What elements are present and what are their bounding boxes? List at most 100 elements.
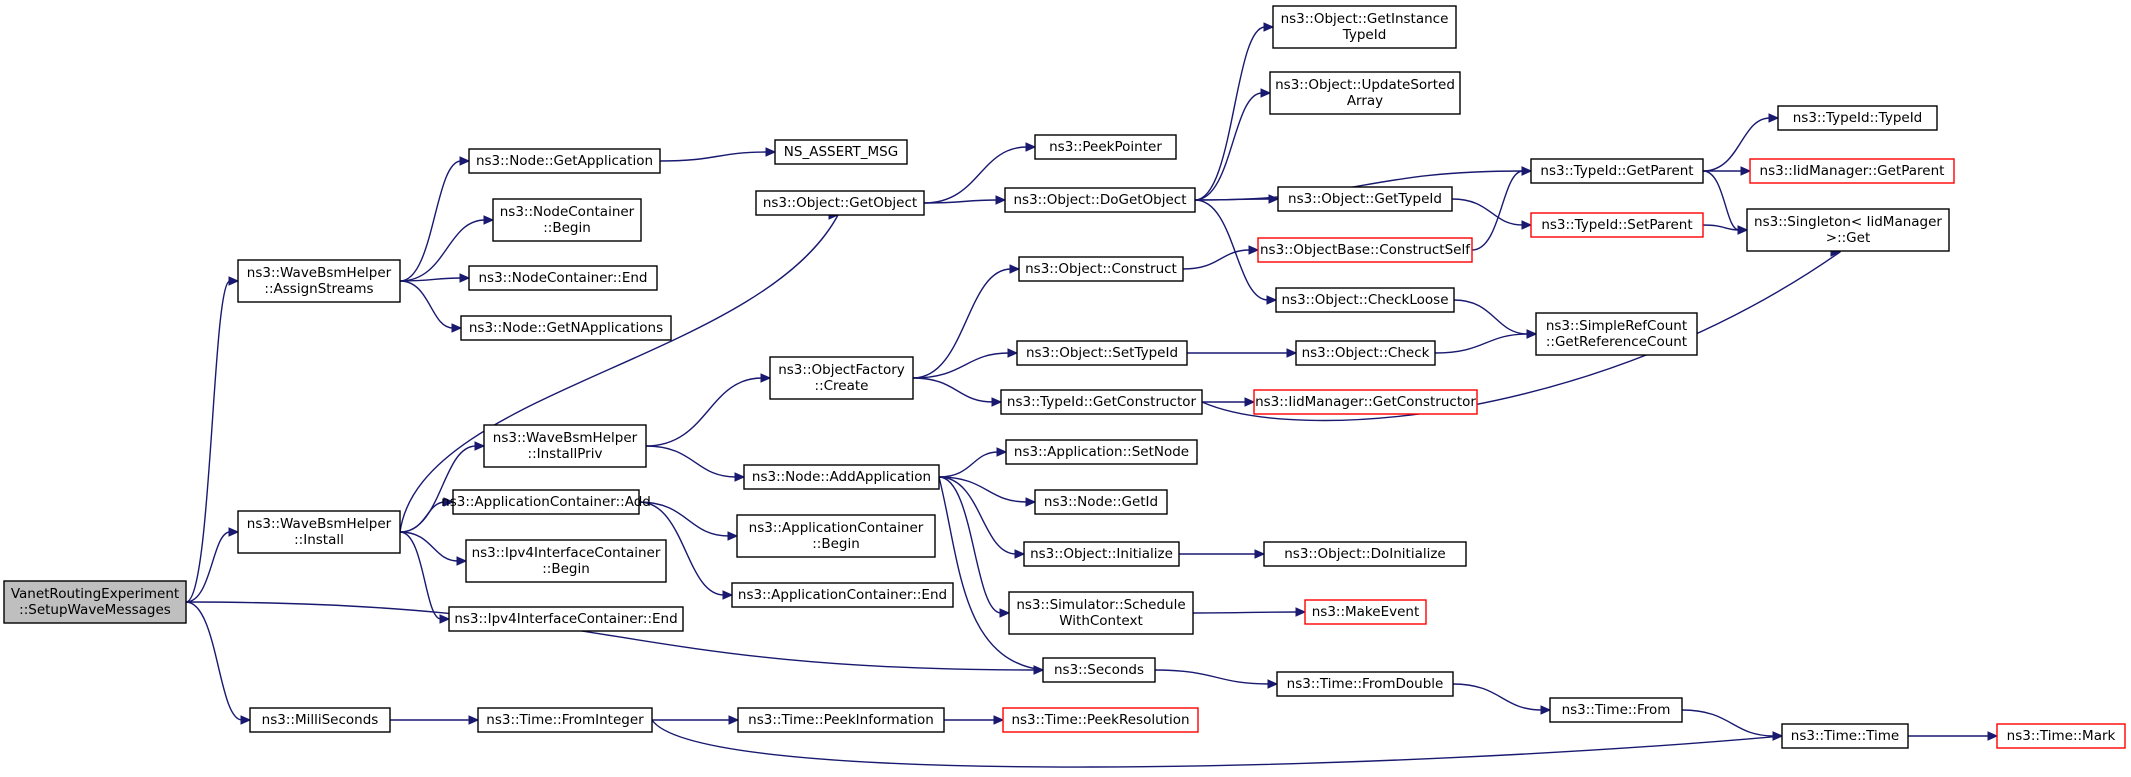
node-ns3-node-getapplication[interactable]: ns3::Node::GetApplication <box>468 148 661 174</box>
node-ns3-seconds[interactable]: ns3::Seconds <box>1042 657 1156 683</box>
node-ns3-object-dogetobject[interactable]: ns3::Object::DoGetObject <box>1004 187 1196 213</box>
node-ns3-object-initialize[interactable]: ns3::Object::Initialize <box>1023 541 1180 567</box>
node-ns3-node-getid[interactable]: ns3::Node::GetId <box>1034 489 1168 515</box>
edge-gettypeid-to-tidsetparent <box>1451 198 1524 226</box>
node-ns3-makeevent[interactable]: ns3::MakeEvent <box>1304 599 1427 625</box>
node-ns3-peekpointer[interactable]: ns3::PeekPointer <box>1034 134 1177 160</box>
node-box <box>1023 541 1180 567</box>
node-ns3-typeid-getconstructor[interactable]: ns3::TypeId::GetConstructor <box>1000 389 1203 415</box>
node-ns3-node-getnapplications[interactable]: ns3::Node::GetNApplications <box>460 315 672 341</box>
edge-install-to-installpriv <box>399 445 477 533</box>
node-label: ns3::Object::SetTypeId <box>1026 345 1178 361</box>
node-ns3-applicationcontainer-end[interactable]: ns3::ApplicationContainer::End <box>731 582 954 608</box>
node-ns3-objectfactory-create[interactable]: ns3::ObjectFactory::Create <box>769 356 914 400</box>
node-ns3-time-fromdouble[interactable]: ns3::Time::FromDouble <box>1276 671 1454 697</box>
arrowhead-icon <box>1737 225 1749 235</box>
node-label: ns3::Object::UpdateSorted <box>1275 77 1455 93</box>
node-ns3-typeid-typeid[interactable]: ns3::TypeId::TypeId <box>1777 105 1938 131</box>
edge-install-to-getobject <box>399 214 839 533</box>
node-box <box>1005 439 1198 465</box>
node-ns3-time-frominteger[interactable]: ns3::Time::FromInteger <box>477 707 653 733</box>
node-ns3-applicationcontainer-add[interactable]: ns3::ApplicationContainer::Add <box>441 489 651 515</box>
node-ns3-object-construct[interactable]: ns3::Object::Construct <box>1018 256 1184 282</box>
node-ns3-simplerefcount-getreferencecount[interactable]: ns3::SimpleRefCount::GetReferenceCount <box>1535 312 1698 356</box>
node-box <box>1530 158 1704 184</box>
arrowhead-icon <box>451 323 463 333</box>
node-ns3-object-settypeid[interactable]: ns3::Object::SetTypeId <box>1016 340 1188 366</box>
arrowhead-icon <box>1009 264 1021 274</box>
node-ns3-object-gettypeid[interactable]: ns3::Object::GetTypeId <box>1277 186 1453 212</box>
node-ns3-wavebsmhelper-installpriv[interactable]: ns3::WaveBsmHelper::InstallPriv <box>483 424 647 468</box>
arrowhead-icon <box>228 276 240 286</box>
node-box <box>237 259 401 303</box>
node-ns3-object-getobject[interactable]: ns3::Object::GetObject <box>755 190 925 216</box>
node-label: ns3::Singleton< IidManager <box>1754 214 1942 230</box>
node-box <box>1777 105 1938 131</box>
edge-acadd-to-acbegin <box>638 501 730 537</box>
node-ns3-time-mark[interactable]: ns3::Time::Mark <box>1996 723 2126 749</box>
node-ns-assert-msg[interactable]: NS_ASSERT_MSG <box>774 139 908 165</box>
node-label: ns3::Object::GetTypeId <box>1288 191 1442 207</box>
node-ns3-typeid-setparent[interactable]: ns3::TypeId::SetParent <box>1530 212 1704 238</box>
arrowhead-icon <box>1540 705 1552 715</box>
edge-addapp-to-schedule <box>938 476 1002 614</box>
node-box <box>1275 287 1455 313</box>
node-label: ns3::ApplicationContainer::End <box>738 587 947 603</box>
node-label: ::Begin <box>812 536 860 552</box>
node-label: ns3::Seconds <box>1054 662 1144 678</box>
node-box <box>1781 723 1909 749</box>
node-ns3-iidmanager-getconstructor[interactable]: ns3::IidManager::GetConstructor <box>1253 389 1478 415</box>
node-ns3-nodecontainer-begin[interactable]: ns3::NodeContainer::Begin <box>492 198 642 242</box>
node-box <box>468 265 658 291</box>
node-label: ns3::WaveBsmHelper <box>493 430 638 446</box>
node-label: ns3::Object::DoInitialize <box>1284 546 1446 562</box>
node-ns3-time-peekresolution[interactable]: ns3::Time::PeekResolution <box>1002 707 1199 733</box>
node-ns3-wavebsmhelper-assignstreams[interactable]: ns3::WaveBsmHelper::AssignStreams <box>237 259 401 303</box>
node-ns3-object-doinitialize[interactable]: ns3::Object::DoInitialize <box>1263 541 1467 567</box>
node-label: ns3::IidManager::GetConstructor <box>1255 394 1476 410</box>
edge-install-to-ipv4end <box>399 531 442 620</box>
node-ns3-singleton-iidmanager-get[interactable]: ns3::Singleton< IidManager >::Get <box>1746 208 1950 252</box>
node-ns3-objectbase-constructself[interactable]: ns3::ObjectBase::ConstructSelf <box>1257 237 1473 263</box>
node-ns3-applicationcontainer-begin[interactable]: ns3::ApplicationContainer::Begin <box>736 514 936 558</box>
node-box <box>1276 671 1454 697</box>
node-ns3-ipv4interfacecontainer-end[interactable]: ns3::Ipv4InterfaceContainer::End <box>448 606 684 632</box>
edge-install-to-ipv4begin <box>399 531 459 562</box>
edge-assign-to-ncend <box>399 277 462 282</box>
node-label: ::GetReferenceCount <box>1546 334 1687 350</box>
arrowhead-icon <box>1295 607 1307 617</box>
arrowhead-icon <box>993 715 1005 725</box>
edge-constructself-to-tidgetparent <box>1471 170 1524 251</box>
arrowhead-icon <box>995 195 1007 205</box>
node-ns3-iidmanager-getparent[interactable]: ns3::IidManager::GetParent <box>1749 158 1955 184</box>
arrowhead-icon <box>734 472 746 482</box>
node-label: ns3::NodeContainer <box>500 204 635 220</box>
edge-root-to-assign <box>185 280 231 603</box>
node-ns3-object-checkloose[interactable]: ns3::Object::CheckLoose <box>1275 287 1455 313</box>
node-label: ::Create <box>815 378 869 394</box>
edge-root-to-seconds <box>185 601 1036 671</box>
node-ns3-node-addapplication[interactable]: ns3::Node::AddApplication <box>743 464 940 490</box>
node-ns3-application-setnode[interactable]: ns3::Application::SetNode <box>1005 439 1198 465</box>
node-label: ns3::Object::Initialize <box>1030 546 1173 562</box>
node-label: ns3::Time::Time <box>1791 728 1899 744</box>
node-ns3-ipv4interfacecontainer-begin[interactable]: ns3::Ipv4InterfaceContainer::Begin <box>465 539 667 583</box>
node-ns3-time-time[interactable]: ns3::Time::Time <box>1781 723 1909 749</box>
node-ns3-milliseconds[interactable]: ns3::MilliSeconds <box>249 707 391 733</box>
node-label: ::Begin <box>542 561 590 577</box>
node-box <box>465 539 667 583</box>
arrowhead-icon <box>1521 166 1533 176</box>
nodes-layer: VanetRoutingExperiment::SetupWaveMessage… <box>3 5 2126 749</box>
arrowhead-icon <box>459 273 471 283</box>
node-ns3-time-from[interactable]: ns3::Time::From <box>1549 697 1683 723</box>
node-ns3-nodecontainer-end[interactable]: ns3::NodeContainer::End <box>468 265 658 291</box>
node-label: ns3::NodeContainer::End <box>479 270 648 286</box>
node-ns3-object-check[interactable]: ns3::Object::Check <box>1295 340 1436 366</box>
node-ns3-wavebsmhelper-install[interactable]: ns3::WaveBsmHelper::Install <box>237 510 401 554</box>
node-ns3-time-peekinformation[interactable]: ns3::Time::PeekInformation <box>737 707 945 733</box>
edge-schedule-to-makeevent <box>1192 611 1298 614</box>
node-ns3-typeid-getparent[interactable]: ns3::TypeId::GetParent <box>1530 158 1704 184</box>
